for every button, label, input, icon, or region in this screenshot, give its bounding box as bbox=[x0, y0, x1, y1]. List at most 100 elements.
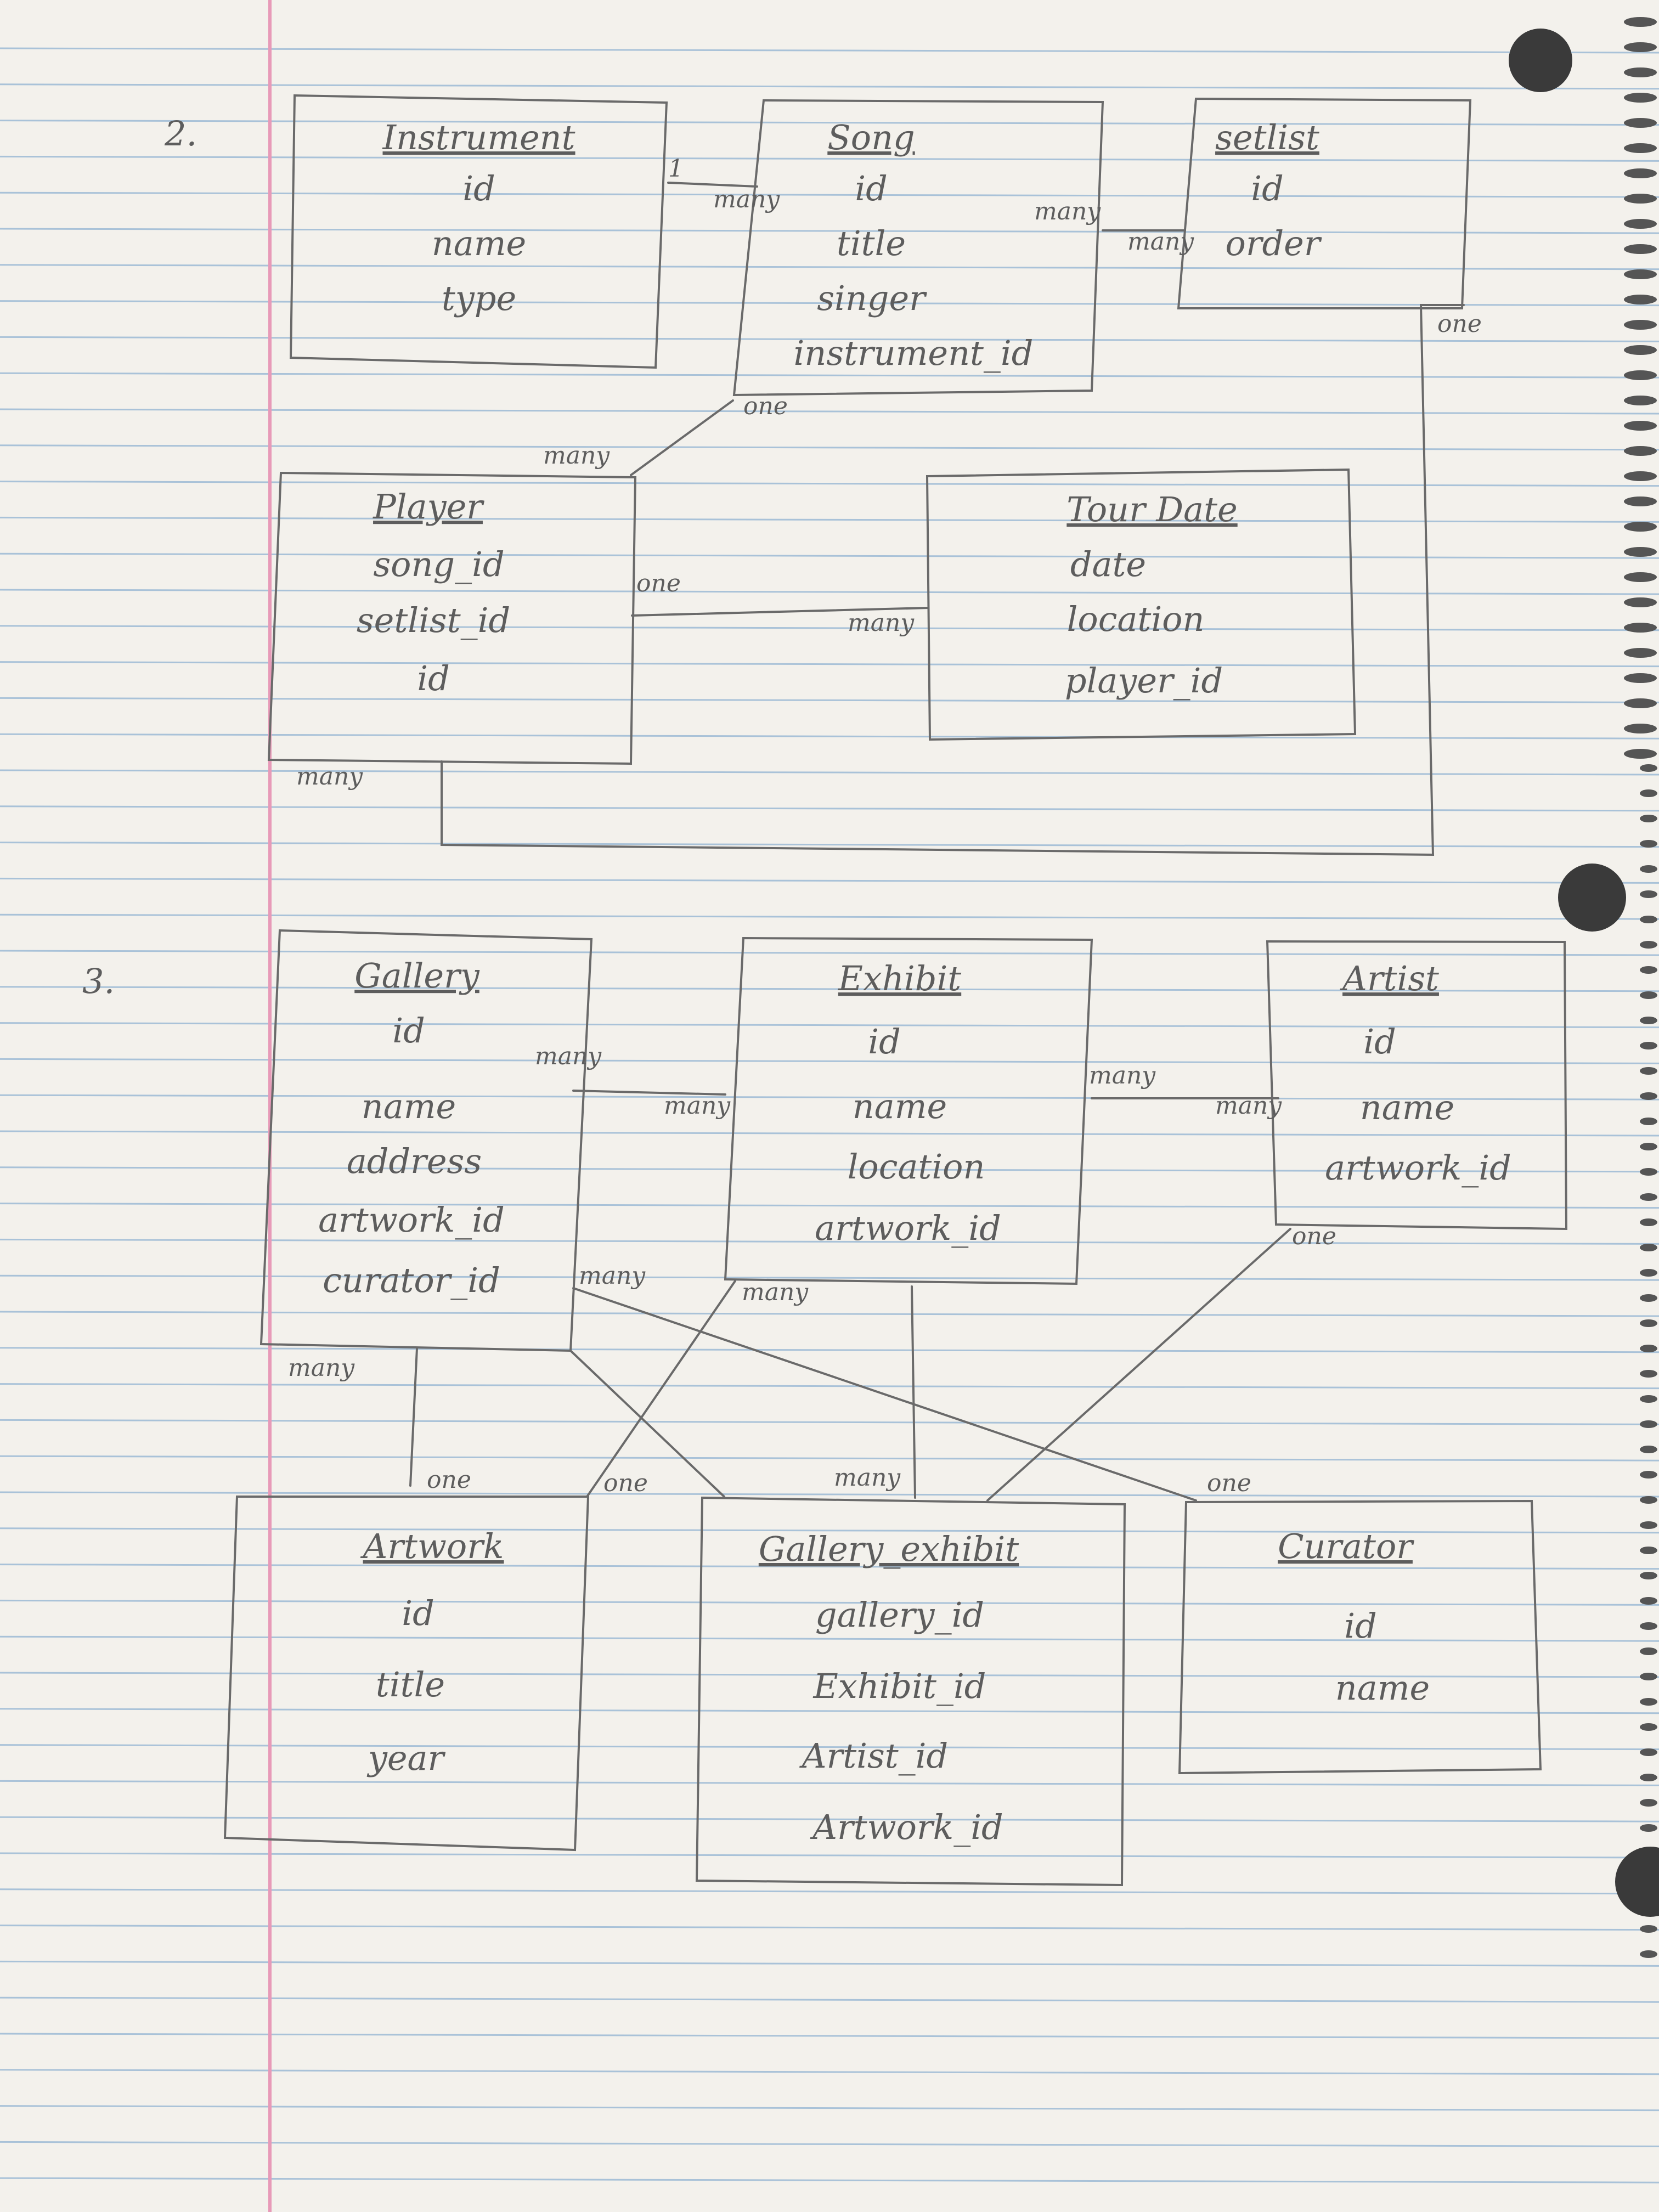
player-title: Player bbox=[373, 487, 484, 527]
rule-line bbox=[0, 1925, 1659, 1931]
rule-line bbox=[0, 1996, 1659, 2003]
cardinality-label: many bbox=[848, 609, 915, 637]
cardinality-label: many bbox=[713, 185, 780, 213]
cardinality-label: many bbox=[1127, 228, 1194, 256]
setlist-box bbox=[1177, 97, 1472, 309]
player-field: song_id bbox=[373, 544, 504, 584]
song-field: instrument_id bbox=[794, 333, 1034, 373]
gallery-field: name bbox=[362, 1086, 456, 1126]
gallery-artwork-line bbox=[409, 1347, 418, 1487]
song-field: title bbox=[837, 223, 906, 263]
rule-line bbox=[0, 47, 1659, 54]
spiral-coil bbox=[1624, 295, 1657, 304]
instrument-field: id bbox=[462, 168, 495, 208]
rule-line bbox=[0, 552, 1659, 559]
rule-line bbox=[0, 1166, 1659, 1173]
curator-field: id bbox=[1344, 1606, 1377, 1646]
rule-line bbox=[0, 1347, 1659, 1353]
rule-line bbox=[0, 1203, 1659, 1209]
spiral-coil bbox=[1640, 1370, 1657, 1378]
spiral-coil bbox=[1640, 1193, 1657, 1201]
song-player-line bbox=[630, 399, 734, 476]
spiral-coil bbox=[1640, 1143, 1657, 1150]
spiral-coil bbox=[1640, 1774, 1657, 1781]
spiral-coil bbox=[1640, 1067, 1657, 1075]
rule-line bbox=[0, 1491, 1659, 1498]
song-field: singer bbox=[817, 278, 927, 318]
spiral-coil bbox=[1640, 1395, 1657, 1403]
spiral-coil bbox=[1624, 42, 1657, 52]
cardinality-label: one bbox=[636, 569, 681, 597]
rule-line bbox=[0, 1744, 1659, 1751]
rule-line bbox=[0, 1672, 1659, 1678]
gallery-title: Gallery bbox=[354, 956, 479, 996]
cardinality-label: many bbox=[1215, 1092, 1282, 1120]
spiral-coil bbox=[1624, 648, 1657, 658]
spiral-coil bbox=[1624, 421, 1657, 431]
tour-date-field: location bbox=[1067, 599, 1205, 639]
rule-line bbox=[0, 408, 1659, 415]
gallery-field: address bbox=[347, 1141, 482, 1181]
spiral-coil bbox=[1640, 1294, 1657, 1302]
rule-line bbox=[0, 1960, 1659, 1967]
rule-line bbox=[0, 1599, 1659, 1606]
spiral-coil bbox=[1624, 749, 1657, 759]
cardinality-label: many bbox=[288, 1354, 355, 1382]
exhibit-box bbox=[724, 936, 1093, 1285]
spiral-coil bbox=[1640, 1925, 1657, 1933]
rule-line bbox=[0, 877, 1659, 884]
player-field: setlist_id bbox=[357, 600, 510, 640]
cardinality-label: many bbox=[535, 1042, 602, 1070]
binder-hole bbox=[1558, 864, 1626, 932]
cardinality-label: many bbox=[296, 763, 363, 791]
cardinality-label: many bbox=[834, 1464, 901, 1492]
spiral-coil bbox=[1624, 345, 1657, 355]
binder-hole bbox=[1615, 1847, 1659, 1917]
rule-line bbox=[0, 336, 1659, 342]
problem3-number: 3. bbox=[82, 961, 115, 1001]
gallery-exhibit-title: Gallery_exhibit bbox=[759, 1529, 1019, 1569]
cardinality-label: many bbox=[664, 1092, 731, 1120]
spiral-coil bbox=[1624, 522, 1657, 532]
binder-holes bbox=[1509, 29, 1659, 1917]
spiral-binding bbox=[1624, 17, 1657, 1958]
rule-line bbox=[0, 155, 1659, 162]
song-field: id bbox=[855, 168, 888, 208]
rule-line bbox=[0, 2105, 1659, 2112]
gallery-field: id bbox=[392, 1011, 425, 1051]
spiral-coil bbox=[1640, 1698, 1657, 1706]
spiral-coil bbox=[1640, 815, 1657, 822]
spiral-coil bbox=[1624, 194, 1657, 204]
rule-line bbox=[0, 1527, 1659, 1534]
gallery-field: artwork_id bbox=[318, 1200, 505, 1240]
artwork-field: year bbox=[366, 1738, 446, 1778]
exhibit-artwork-line bbox=[586, 1280, 736, 1498]
cardinality-label: one bbox=[1437, 310, 1482, 338]
rule-line bbox=[0, 805, 1659, 812]
tour-date-title: Tour Date bbox=[1066, 489, 1237, 529]
tour-date-box bbox=[926, 468, 1357, 741]
spiral-coil bbox=[1640, 1269, 1657, 1277]
rule-line bbox=[0, 1852, 1659, 1859]
spiral-coil bbox=[1624, 269, 1657, 279]
cardinality-label: one bbox=[1292, 1222, 1336, 1250]
exhibit-galleryexhibit-line bbox=[911, 1285, 916, 1499]
setlist-field: order bbox=[1226, 223, 1322, 263]
spiral-coil bbox=[1640, 991, 1657, 999]
spiral-coil bbox=[1640, 1950, 1657, 1958]
spiral-coil bbox=[1640, 966, 1657, 974]
rule-line bbox=[0, 264, 1659, 270]
ruled-lines bbox=[0, 47, 1659, 2183]
gallery-exhibit-field: Exhibit_id bbox=[813, 1666, 986, 1706]
spiral-coil bbox=[1624, 370, 1657, 380]
cardinality-label: 1 bbox=[668, 155, 684, 183]
rule-line bbox=[0, 372, 1659, 379]
artwork-field: id bbox=[402, 1593, 435, 1633]
setlist-field: id bbox=[1251, 168, 1284, 208]
spiral-coil bbox=[1640, 1042, 1657, 1049]
spiral-coil bbox=[1640, 865, 1657, 873]
exhibit-field: artwork_id bbox=[815, 1208, 1001, 1248]
cardinality-label: one bbox=[427, 1466, 471, 1494]
spiral-coil bbox=[1640, 1572, 1657, 1579]
